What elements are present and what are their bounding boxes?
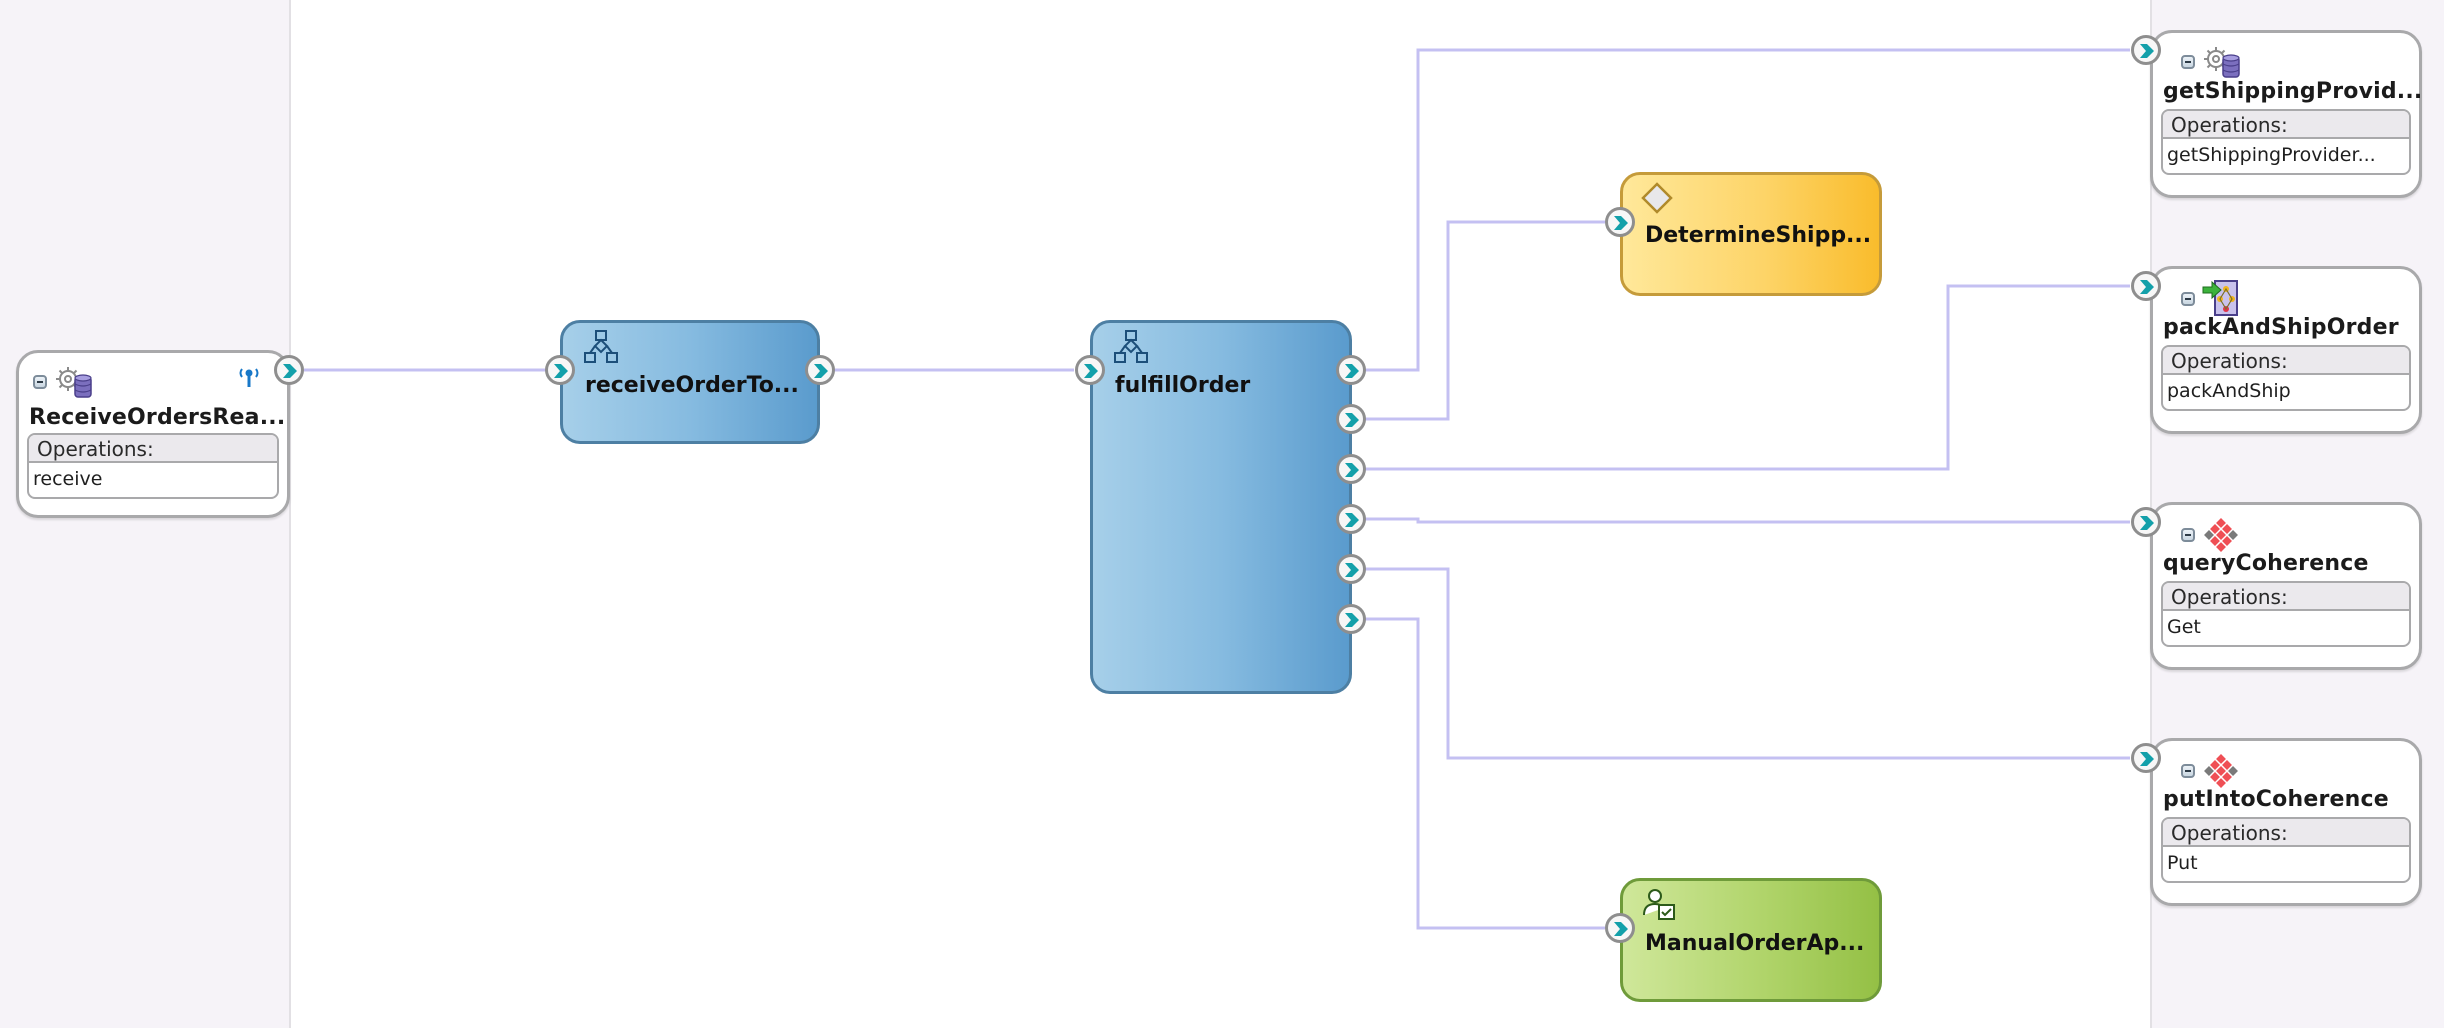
wire-fulfillorder-to-determineshipp[interactable] (1365, 220, 1605, 421)
chevron-right-icon (2140, 752, 2154, 766)
operations-label: Operations: (2163, 583, 2409, 611)
chevron-right-icon (1614, 216, 1628, 230)
operation-item[interactable]: Get (2167, 616, 2201, 638)
coherence-adapter-icon (2204, 518, 2238, 552)
chevron-right-icon (2140, 516, 2154, 530)
reference-in-port-putintocoherence[interactable] (2131, 743, 2161, 773)
diamond-rule-icon (1641, 182, 1673, 214)
collapse-toggle[interactable] (2181, 528, 2195, 542)
component-manualorderap[interactable]: ManualOrderAp... (1620, 878, 1882, 1002)
service-header (33, 363, 95, 401)
service-receiveordersrea[interactable]: ReceiveOrdersRea... Operations: receive (16, 350, 290, 518)
collapse-toggle[interactable] (33, 375, 47, 389)
reference-getshippingprovid[interactable]: getShippingProvid... Operations: getShip… (2150, 30, 2422, 198)
reference-in-port-querycoherence[interactable] (2131, 507, 2161, 537)
reference-header (2181, 751, 2241, 791)
operations-box: Operations: packAndShip (2161, 345, 2411, 411)
chevron-right-icon (1345, 463, 1359, 477)
reference-putintocoherence[interactable]: putIntoCoherence Operations: Put (2150, 738, 2422, 906)
reference-querycoherence[interactable]: queryCoherence Operations: Get (2150, 502, 2422, 670)
reference-port-getshippingprovider[interactable] (1336, 355, 1366, 385)
wire-fulfillorder-to-packandshiporder[interactable] (1365, 284, 2130, 471)
operations-box: Operations: Get (2161, 581, 2411, 647)
composite-mediator-icon (2202, 280, 2238, 316)
reference-title: queryCoherence (2163, 551, 2369, 576)
chevron-right-icon (1345, 413, 1359, 427)
operations-box: Operations: getShippingProvider... (2161, 109, 2411, 175)
reference-in-port-getshippingprovid[interactable] (2131, 35, 2161, 65)
component-port-out-receiveorderto[interactable] (805, 355, 835, 385)
reference-port-determineshipp[interactable] (1336, 404, 1366, 434)
service-port-receiveordersrea[interactable] (274, 355, 304, 385)
adapter-gear-db-icon (56, 367, 92, 398)
operation-item[interactable]: Put (2167, 852, 2198, 874)
reference-in-port-packandshiporder[interactable] (2131, 271, 2161, 301)
reference-header (2181, 43, 2243, 81)
chevron-right-icon (1345, 364, 1359, 378)
component-port-in-fulfillorder[interactable] (1075, 355, 1105, 385)
reference-port-packandshiporder[interactable] (1336, 454, 1366, 484)
collapse-toggle[interactable] (2181, 292, 2195, 306)
reference-port-manualorderap[interactable] (1336, 604, 1366, 634)
wire-fulfillorder-to-putintocoherence[interactable] (1365, 567, 2130, 760)
operations-box: Operations: Put (2161, 817, 2411, 883)
operations-box: Operations: receive (27, 433, 279, 499)
operation-item[interactable]: packAndShip (2167, 380, 2291, 402)
chevron-right-icon (814, 364, 828, 378)
service-title: ReceiveOrdersRea... (29, 405, 286, 430)
component-title: DetermineShipp... (1645, 223, 1872, 248)
reference-title: getShippingProvid... (2163, 79, 2423, 104)
component-receiveorderto[interactable]: receiveOrderTo... (560, 320, 820, 444)
adapter-gear-db-icon (2204, 47, 2240, 78)
coherence-adapter-icon (2204, 754, 2238, 788)
operations-label: Operations: (29, 435, 277, 463)
chevron-right-icon (283, 364, 297, 378)
reference-title: packAndShipOrder (2163, 315, 2399, 340)
operations-label: Operations: (2163, 819, 2409, 847)
bpel-process-icon (1114, 330, 1148, 363)
reference-header (2181, 515, 2241, 555)
antenna-icon (239, 368, 259, 387)
collapse-toggle[interactable] (2181, 55, 2195, 69)
reference-port-querycoherence[interactable] (1336, 504, 1366, 534)
operations-label: Operations: (2163, 111, 2409, 139)
reference-packandshiporder[interactable]: packAndShipOrder Operations: packAndShip (2150, 266, 2422, 434)
operation-item[interactable]: getShippingProvider... (2167, 144, 2376, 166)
component-fulfillorder[interactable]: fulfillOrder (1090, 320, 1352, 694)
chevron-right-icon (2140, 44, 2154, 58)
component-port-in-determineshipp[interactable] (1605, 207, 1635, 237)
component-port-in-receiveorderto[interactable] (545, 355, 575, 385)
chevron-right-icon (1084, 364, 1098, 378)
wire-fulfillorder-to-manualorderap[interactable] (1365, 617, 1605, 930)
bpel-process-icon (584, 330, 618, 363)
component-title: receiveOrderTo... (585, 373, 799, 398)
chevron-right-icon (1614, 922, 1628, 936)
component-title: ManualOrderAp... (1645, 931, 1865, 956)
wire-fulfillorder-to-querycoherence[interactable] (1365, 517, 2130, 524)
operation-item[interactable]: receive (33, 468, 103, 490)
collapse-toggle[interactable] (2181, 764, 2195, 778)
human-task-icon (1643, 889, 1675, 920)
chevron-right-icon (554, 364, 568, 378)
component-port-in-manualorderap[interactable] (1605, 913, 1635, 943)
reference-title: putIntoCoherence (2163, 787, 2389, 812)
chevron-right-icon (1345, 563, 1359, 577)
component-title: fulfillOrder (1115, 373, 1251, 398)
reference-header (2181, 279, 2241, 319)
chevron-right-icon (1345, 613, 1359, 627)
chevron-right-icon (1345, 513, 1359, 527)
chevron-right-icon (2140, 280, 2154, 294)
reference-port-putintocoherence[interactable] (1336, 554, 1366, 584)
operations-label: Operations: (2163, 347, 2409, 375)
component-determineshipp[interactable]: DetermineShipp... (1620, 172, 1882, 296)
